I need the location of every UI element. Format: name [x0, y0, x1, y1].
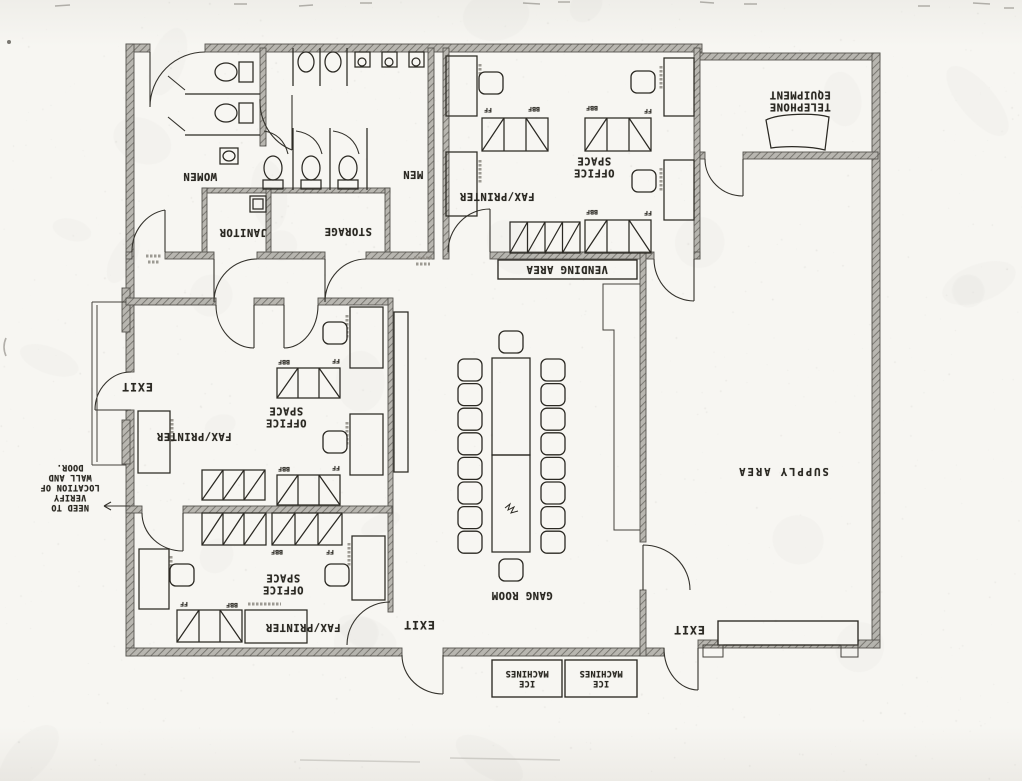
desk-code-ff: FF — [332, 356, 340, 365]
room-label-office-space-bottom: OFFICE SPACE — [262, 571, 304, 596]
label-fax-printer-mid: FAX/PRINTER — [156, 430, 232, 443]
telephone-board — [765, 113, 830, 151]
exit-label-left: EXIT — [121, 379, 153, 394]
restroom-fixtures — [185, 48, 425, 213]
annotation-note: NEED TO VERIFY LOCATION OF WALL AND DOOR… — [40, 461, 100, 513]
desk-code-bbf: BBF — [278, 357, 290, 366]
wall-chase — [602, 283, 640, 531]
room-label-telephone-equipment: TELEPHONE EQUIPMENT — [769, 88, 831, 113]
label-ice-machines-2: ICE MACHINES — [579, 668, 623, 689]
desk-code-bbf: BBF — [271, 547, 283, 556]
desk-code-ff: FF — [332, 463, 340, 472]
room-label-women: WOMEN — [182, 170, 218, 183]
desk-code-ff: FF — [644, 208, 652, 217]
desk-code-bbf: BBF — [278, 464, 290, 473]
label-fax-printer-top: FAX/PRINTER — [459, 190, 535, 203]
desk-code-bbf: BBF — [586, 207, 598, 216]
conference-table — [491, 357, 531, 553]
exit-label-bottom-right: EXIT — [673, 622, 705, 637]
room-label-supply-area: SUPPLY AREA — [737, 465, 829, 478]
room-label-gang-room: GANG ROOM — [491, 589, 553, 602]
desk-code-ff: FF — [180, 599, 188, 608]
office-furniture — [137, 55, 695, 644]
desk-code-ff: FF — [644, 106, 652, 115]
label-fax-printer-bottom: FAX/PRINTER — [265, 621, 341, 634]
desk-code-ff: FF — [484, 105, 492, 114]
room-label-men: MEN — [402, 168, 424, 181]
desk-code-ff: FF — [326, 547, 334, 556]
room-label-janitor: JANITOR — [219, 226, 267, 239]
exit-label-bottom-center: EXIT — [403, 617, 435, 632]
room-label-vending-area: VENDING AREA — [526, 263, 608, 276]
room-label-storage: STORAGE — [324, 225, 372, 238]
loading-dock — [717, 620, 859, 646]
label-ice-machines-1: ICE MACHINES — [505, 668, 549, 689]
room-label-office-space-top: OFFICE SPACE — [573, 154, 615, 179]
room-label-office-space-mid: OFFICE SPACE — [265, 404, 307, 429]
desk-code-bbf: BBF — [528, 104, 540, 113]
desk-code-bbf: BBF — [226, 600, 238, 609]
desk-code-bbf: BBF — [586, 103, 598, 112]
